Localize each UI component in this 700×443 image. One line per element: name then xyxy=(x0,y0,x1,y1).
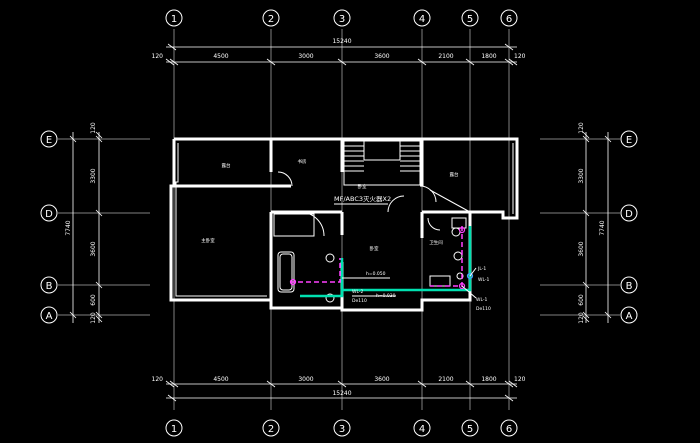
dim-bottom-seg-4: 2100 xyxy=(438,376,453,383)
tag-de110-b: De110 xyxy=(476,306,491,312)
right-dimensions: 120 3300 3600 600 120 7740 xyxy=(578,122,612,324)
bottom-axis-bubbles: 1 2 3 4 5 6 xyxy=(165,419,518,437)
dim-left-overall: 7740 xyxy=(65,220,72,235)
room-label-master-bedroom: 主卧室 xyxy=(201,237,215,244)
axis-label-bottom-6: 6 xyxy=(506,424,512,435)
dim-top-edge-right: 120 xyxy=(514,53,526,60)
room-label-terrace-right: 露台 xyxy=(450,171,459,178)
dim-bottom-seg-2: 3000 xyxy=(298,376,313,383)
stair-treads xyxy=(344,145,420,172)
note-level-1: h=0.050 xyxy=(366,271,386,277)
tag-wl1-b: WL-1 xyxy=(476,297,488,303)
axis-label-top-2: 2 xyxy=(268,14,274,25)
dim-right-seg-1: 3300 xyxy=(578,168,585,183)
axis-label-right-E: E xyxy=(626,135,632,146)
dim-right-seg-2: 3600 xyxy=(578,241,585,256)
room-label-bedroom-top: 卧室 xyxy=(358,183,367,190)
axis-label-right-D: D xyxy=(625,209,633,220)
axis-label-left-A: A xyxy=(46,311,53,322)
room-label-bathroom: 卫生间 xyxy=(429,239,443,246)
axis-label-bottom-2: 2 xyxy=(268,424,274,435)
room-label-study: 书房 xyxy=(298,158,307,165)
axis-label-bottom-1: 1 xyxy=(171,424,177,435)
riser-top xyxy=(458,226,466,234)
axis-label-top-1: 1 xyxy=(171,14,177,25)
dim-top-seg-4: 2100 xyxy=(438,53,453,60)
axis-label-left-B: B xyxy=(46,281,53,292)
dim-bottom-seg-1: 4500 xyxy=(213,376,228,383)
axis-label-top-6: 6 xyxy=(506,14,512,25)
axis-label-top-4: 4 xyxy=(419,14,425,25)
bottom-dimensions: 120 4500 3000 3600 2100 1800 120 15240 xyxy=(152,376,526,402)
dim-top-overall: 15240 xyxy=(332,38,351,45)
room-label-bedroom-center: 卧室 xyxy=(370,245,379,252)
axis-label-top-5: 5 xyxy=(467,14,473,25)
riser-wl2 xyxy=(289,278,297,286)
dim-bottom-overall: 15240 xyxy=(332,390,351,397)
axis-label-left-D: D xyxy=(45,209,53,220)
dim-bottom-seg-3: 3600 xyxy=(374,376,389,383)
riser-jl1 xyxy=(466,272,474,280)
axis-label-right-A: A xyxy=(626,311,633,322)
dim-right-edge-bottom: 120 xyxy=(578,312,585,324)
dim-bottom-edge-left: 120 xyxy=(152,376,164,383)
dim-left-edge-top: 120 xyxy=(90,122,97,134)
right-axis-bubbles: E D B A xyxy=(620,130,638,324)
dim-left-edge-bottom: 120 xyxy=(90,312,97,324)
dim-right-seg-3: 600 xyxy=(578,294,585,306)
note-level-2: h=0.030 xyxy=(376,293,396,299)
dim-left-seg-1: 3300 xyxy=(90,168,97,183)
dim-top-seg-5: 1800 xyxy=(481,53,496,60)
note-extinguisher: MF/ABC3灭火器X2 xyxy=(334,195,391,203)
dim-top-seg-2: 3000 xyxy=(298,53,313,60)
dim-right-edge-top: 120 xyxy=(578,122,585,134)
riser-wl1 xyxy=(458,282,466,290)
axis-label-bottom-5: 5 xyxy=(467,424,473,435)
left-axis-bubbles: E D B A xyxy=(40,130,58,324)
axis-label-bottom-4: 4 xyxy=(419,424,425,435)
room-labels: 露台 书房 卧室 露台 主卧室 卧室 卫生间 xyxy=(201,158,459,252)
top-axis-bubbles: 1 2 3 4 5 6 xyxy=(165,9,518,27)
annotations: MF/ABC3灭火器X2 h=0.050 h=0.030 WL-2 De110 … xyxy=(334,195,491,312)
dim-bottom-seg-5: 1800 xyxy=(481,376,496,383)
axis-label-top-3: 3 xyxy=(339,14,345,25)
axis-label-left-E: E xyxy=(46,135,52,146)
top-dimensions: 15240 120 4500 3000 3600 2100 1800 120 xyxy=(152,38,526,66)
dim-bottom-edge-right: 120 xyxy=(514,376,526,383)
left-dimensions: 7740 120 3300 3600 600 120 xyxy=(65,122,103,324)
tag-wl2: WL-2 xyxy=(352,289,364,295)
axis-label-bottom-3: 3 xyxy=(339,424,345,435)
dim-left-seg-3: 600 xyxy=(90,294,97,306)
dim-top-edge-left: 120 xyxy=(152,53,164,60)
tag-jl1: JL-1 xyxy=(477,266,486,272)
dim-top-seg-3: 3600 xyxy=(374,53,389,60)
axis-label-right-B: B xyxy=(626,281,633,292)
tag-de110-a: De110 xyxy=(352,298,367,304)
tag-wl1-a: WL-1 xyxy=(478,277,490,283)
dim-top-seg-1: 4500 xyxy=(213,53,228,60)
dim-right-overall: 7740 xyxy=(599,220,606,235)
drain-pipe xyxy=(290,258,341,283)
room-label-terrace-left: 露台 xyxy=(222,162,231,169)
dim-left-seg-2: 3600 xyxy=(90,241,97,256)
